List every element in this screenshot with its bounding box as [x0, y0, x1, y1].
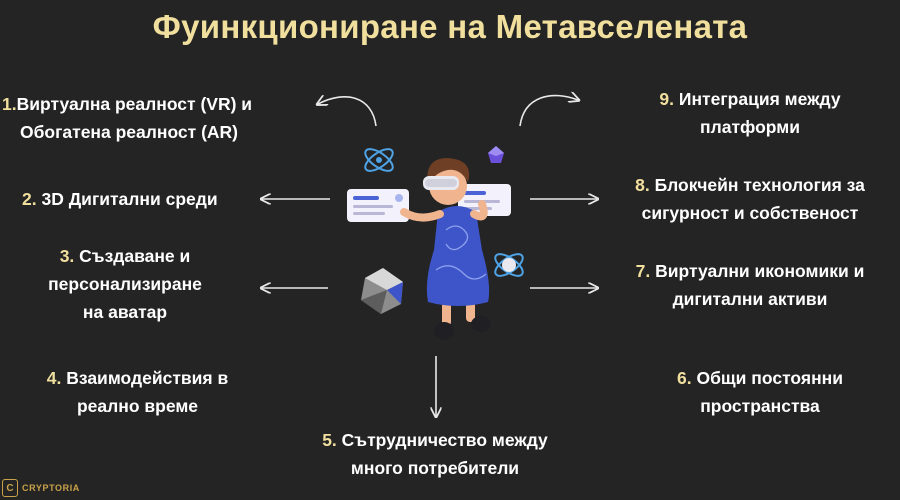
item-text-line: Интеграция между — [678, 89, 841, 109]
item-6-shared-spaces: 6. Общи постоянни пространства — [620, 364, 900, 420]
crystal-icon — [361, 268, 403, 314]
item-text-line: персонализиране — [48, 274, 202, 294]
item-9-integration: 9. Интеграция между платформи — [600, 85, 900, 141]
item-text-line: 3D Дигитални среди — [41, 189, 218, 209]
item-text-line: пространства — [700, 396, 820, 416]
ui-panel-left-icon — [347, 189, 409, 222]
cryptoria-logo: C CRYPTORIA — [2, 478, 80, 498]
item-4-realtime: 4. Взаимодействия в реално време — [0, 364, 275, 420]
item-text-line: много потребители — [350, 458, 520, 478]
gem-icon — [488, 146, 504, 163]
item-text-line: сигурност и собственост — [641, 203, 859, 223]
item-text-line: на аватар — [82, 302, 168, 322]
logo-text: CRYPTORIA — [22, 483, 80, 493]
item-text-line: платформи — [700, 117, 800, 137]
item-text-line: Взаимодействия в — [66, 368, 229, 388]
atom-icon — [494, 253, 524, 277]
item-number: 4. — [46, 368, 62, 388]
item-number: 3. — [59, 246, 75, 266]
item-1-vr-ar: 1.Виртуална реалност (VR) и Обогатена ре… — [2, 90, 252, 146]
arrow-curve-right — [519, 96, 578, 127]
item-text-line: Сътрудничество между — [341, 430, 548, 450]
item-number: 6. — [677, 368, 692, 388]
logo-badge-icon: C — [2, 479, 18, 497]
item-number: 5. — [322, 430, 337, 450]
atom-icon — [364, 148, 394, 172]
item-text-line: Виртуална реалност (VR) и — [16, 94, 253, 114]
item-text-line: дигитални активи — [672, 289, 828, 309]
page-title: Фуинкциониране на Метавселената — [152, 8, 748, 45]
item-2-3d-environments: 2. 3D Дигитални среди — [22, 185, 218, 213]
avatar-figure — [400, 158, 491, 340]
item-text-line: Блокчейн технология за — [654, 175, 865, 195]
arrow-curve-left — [318, 97, 377, 127]
item-text-line: Обогатена реалност (AR) — [20, 122, 238, 142]
item-number: 9. — [659, 89, 675, 109]
item-8-blockchain: 8. Блокчейн технология за сигурност и со… — [600, 171, 900, 227]
item-text-line: реално време — [76, 396, 199, 416]
item-number: 7. — [635, 261, 651, 281]
item-text-line: Общи постоянни — [696, 368, 843, 388]
item-3-avatar: 3. Създаване и персонализиране на аватар — [0, 242, 250, 326]
item-5-collaboration: 5. Сътрудничество между много потребител… — [270, 426, 600, 482]
item-number: 1. — [2, 94, 17, 114]
item-number: 8. — [635, 175, 650, 195]
ui-panel-right-icon — [458, 184, 511, 216]
item-text-line: Виртуални икономики и — [655, 261, 865, 281]
item-text-line: Създаване и — [79, 246, 191, 266]
item-7-virtual-economies: 7. Виртуални икономики и дигитални актив… — [600, 257, 900, 313]
item-number: 2. — [22, 189, 37, 209]
